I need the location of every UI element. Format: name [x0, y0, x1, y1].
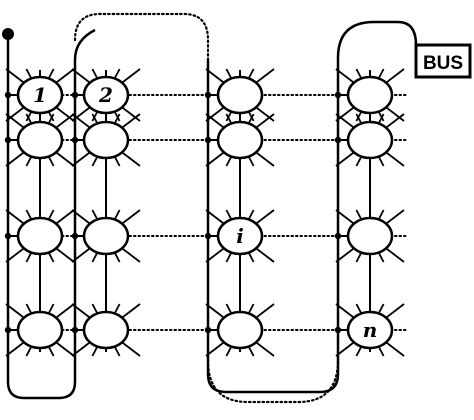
node-r3c2: [205, 303, 275, 357]
node-r3c0: [5, 303, 75, 357]
node-r1c1: [71, 113, 141, 167]
node-ellipse: [216, 310, 264, 350]
node-ellipse: [346, 75, 394, 115]
bus-label: BUS: [423, 53, 463, 74]
node-ellipse: [16, 120, 64, 160]
node-ellipse: [216, 216, 264, 256]
node-r0c1: 2: [71, 68, 141, 122]
node-ellipse: [82, 216, 130, 256]
node-ellipse: [82, 310, 130, 350]
node-ellipse: [16, 310, 64, 350]
node-r2c2: i: [205, 209, 275, 263]
node-ellipse: [16, 75, 64, 115]
node-r0c3: [335, 68, 405, 122]
node-r1c0: [5, 113, 75, 167]
node-r3c3: n: [335, 303, 405, 357]
nodes-layer: 1 2 i n: [5, 68, 405, 357]
node-ellipse: [82, 75, 130, 115]
bus-box: BUS: [414, 43, 472, 79]
bottom-dotted-loop: [206, 358, 340, 404]
node-ellipse: [346, 216, 394, 256]
node-r1c2: [205, 113, 275, 167]
node-ellipse: [346, 310, 394, 350]
node-ellipse: [16, 216, 64, 256]
node-r2c3: [335, 209, 405, 263]
start-terminal-dot: [2, 28, 14, 40]
node-r0c0: 1: [5, 68, 75, 122]
node-r1c3: [335, 113, 405, 167]
wires-layer: [2, 12, 418, 404]
node-r0c2: [205, 68, 275, 122]
node-label-r2c2: i: [236, 224, 244, 248]
node-label-r3c3: n: [363, 318, 378, 342]
node-r3c1: [71, 303, 141, 357]
node-ellipse: [216, 75, 264, 115]
node-ellipse: [346, 120, 394, 160]
node-r2c0: [5, 209, 75, 263]
node-ellipse: [82, 120, 130, 160]
node-label-r0c0: 1: [33, 83, 47, 107]
top-dotted-loop: [73, 12, 210, 62]
node-label-r0c1: 2: [98, 83, 113, 107]
node-ellipse: [216, 120, 264, 160]
node-r2c1: [71, 209, 141, 263]
